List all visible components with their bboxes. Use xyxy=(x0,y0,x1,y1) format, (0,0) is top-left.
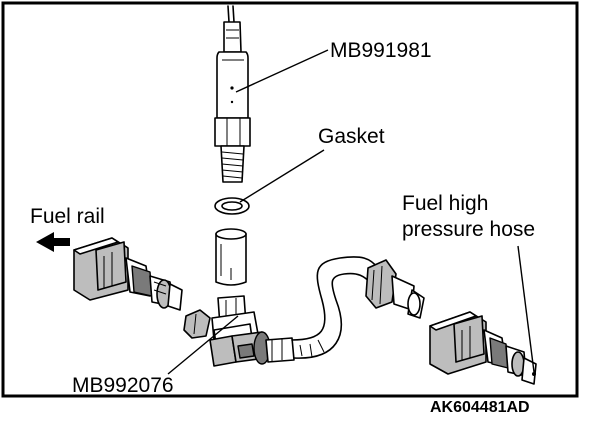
leader-gasket xyxy=(239,149,325,203)
sensor-body xyxy=(216,51,249,119)
sensor-hex xyxy=(214,117,251,147)
leader-mb991981 xyxy=(235,49,329,93)
sensor-wire xyxy=(227,5,230,23)
adapter-cylinder xyxy=(215,228,247,286)
label-mb992076: MB992076 xyxy=(72,374,174,397)
leader-hose xyxy=(517,245,535,373)
label-fuel-rail: Fuel rail xyxy=(30,205,105,228)
small-fitting xyxy=(183,309,211,339)
diagram-border xyxy=(1,1,579,398)
label-mb991981: MB991981 xyxy=(330,39,432,62)
pressure-sensor-mb991981 xyxy=(214,5,251,183)
label-gasket: Gasket xyxy=(318,125,385,148)
sensor-dot xyxy=(230,86,234,90)
label-hose-line1: Fuel high xyxy=(402,192,488,215)
fuel-rail-arrow xyxy=(36,232,70,252)
fuel-high-pressure-hose xyxy=(291,256,379,359)
hose-end-fitting xyxy=(365,259,425,319)
tee-adapter-mb992076 xyxy=(209,295,295,367)
figure-code: AK604481AD xyxy=(430,399,530,416)
left-connector-fuel-rail xyxy=(73,237,183,311)
sensor-tip xyxy=(223,21,242,53)
label-hose-line2: pressure hose xyxy=(402,218,535,241)
right-connector xyxy=(429,311,537,385)
leader-mb992076 xyxy=(167,315,239,375)
